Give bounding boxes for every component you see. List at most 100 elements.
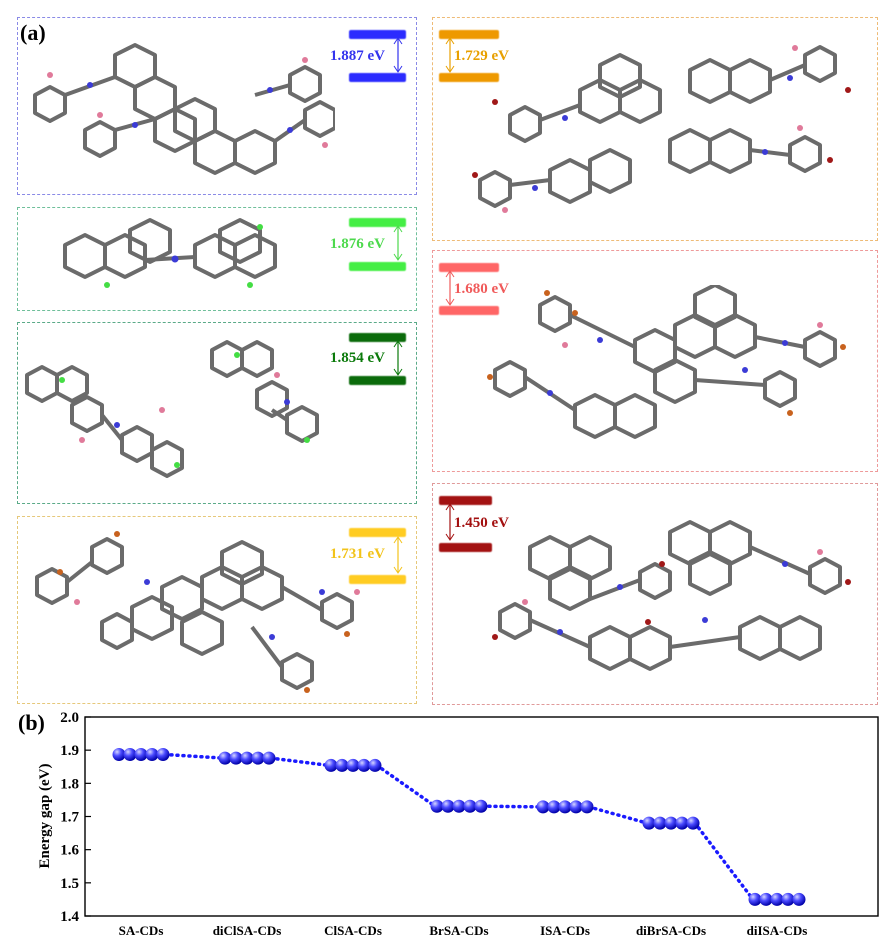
data-point-sphere [642,816,656,830]
gap-bar-bottom-clsa [349,376,406,385]
data-point-sphere [452,799,466,813]
gap-arrow-clsa [393,340,403,376]
data-point-diISA-CDs [748,892,806,906]
data-point-sphere [463,799,477,813]
gap-label-diclsa: 1.876 eV [330,236,385,252]
y-tick-label: 1.7 [60,810,79,826]
gap-label-isa: 1.729 eV [454,48,509,64]
x-tick-label: diClSA-CDs [213,923,282,938]
molecule-diisa [492,520,851,671]
data-point-sphere [324,758,338,772]
data-point-BrSA-CDs [430,799,488,813]
series-segment [587,805,649,825]
y-tick-label: 1.5 [60,876,79,892]
x-tick-label: diBrSA-CDs [636,923,706,938]
gap-bar-bottom-diisa [439,543,492,552]
gap-label-clsa: 1.854 eV [330,350,385,366]
x-tick-label: diISA-CDs [747,923,808,938]
gap-bar-top-diclsa [349,218,406,227]
data-point-sphere [251,751,265,765]
y-axis-label: Energy gap (eV) [37,764,53,869]
data-point-sphere [335,758,349,772]
data-point-sphere [547,800,561,814]
gap-label-sa: 1.887 eV [330,48,385,64]
structure-box-diclsa [17,207,417,311]
data-point-sphere [240,751,254,765]
structure-box-sa [17,17,417,195]
series-segment [375,763,437,808]
data-point-ISA-CDs [536,800,594,814]
gap-bar-top-isa [439,30,499,39]
y-tick-label: 2.0 [60,710,79,726]
energy-gap-series [112,747,806,906]
molecule-diclsa [63,218,277,288]
data-point-sphere [262,751,276,765]
data-point-sphere [781,892,795,906]
structure-box-diisa [432,483,878,705]
series-segment [163,752,225,760]
energy-gap-chart: Energy gap (eV) 1.41.51.61.71.81.92.0 SA… [37,710,879,938]
gap-label-dibrsa: 1.680 eV [454,281,509,297]
data-point-sphere [536,800,550,814]
gap-arrow-isa [445,37,455,73]
series-segment [481,804,543,809]
panel-b-label: (b) [18,710,45,735]
gap-bar-bottom-isa [439,73,499,82]
data-point-sphere [123,747,137,761]
structure-box-isa [432,17,878,241]
gap-bar-bottom-diclsa [349,262,406,271]
y-tick-label: 1.9 [60,743,79,759]
data-point-sphere [580,800,594,814]
data-point-sphere [430,799,444,813]
gap-label-brsa: 1.731 eV [330,546,385,562]
gap-bar-bottom-sa [349,73,406,82]
data-point-sphere [664,816,678,830]
data-point-sphere [441,799,455,813]
data-point-SA-CDs [112,747,170,761]
gap-arrow-sa [393,37,403,73]
data-point-diBrSA-CDs [642,816,700,830]
molecule-brsa [35,531,360,693]
molecule-isa [472,45,851,213]
data-point-sphere [770,892,784,906]
gap-bar-top-clsa [349,333,406,342]
data-point-sphere [145,747,159,761]
data-point-sphere [675,816,689,830]
y-tick-label: 1.4 [60,909,79,925]
data-point-sphere [218,751,232,765]
data-point-sphere [759,892,773,906]
data-point-sphere [686,816,700,830]
data-point-sphere [569,800,583,814]
molecule-clsa [25,340,319,478]
data-point-sphere [653,816,667,830]
gap-bar-bottom-brsa [349,575,406,584]
data-point-sphere [558,800,572,814]
gap-label-diisa: 1.450 eV [454,515,509,531]
structure-box-dibrsa [432,250,878,472]
gap-arrow-diisa [445,503,455,541]
gap-arrow-diclsa [393,225,403,261]
data-point-sphere [357,758,371,772]
x-tick-label: ClSA-CDs [324,923,382,938]
panel-a-label: (a) [20,20,46,45]
data-point-ClSA-CDs [324,758,382,772]
gap-bar-bottom-dibrsa [439,306,499,315]
series-segment [693,821,755,902]
molecule-sa [33,43,335,175]
structure-box-brsa [17,516,417,704]
data-point-sphere [368,758,382,772]
y-axis-ticks: 1.41.51.61.71.81.92.0 [60,710,91,925]
data-point-sphere [748,892,762,906]
gap-bar-top-brsa [349,528,406,537]
data-point-sphere [112,747,126,761]
data-point-sphere [346,758,360,772]
data-point-diClSA-CDs [218,751,276,765]
y-tick-label: 1.8 [60,776,79,792]
series-segment [269,756,331,768]
data-point-sphere [156,747,170,761]
data-point-sphere [229,751,243,765]
gap-bar-top-sa [349,30,406,39]
structure-box-clsa [17,322,417,504]
x-tick-label: BrSA-CDs [429,923,488,938]
